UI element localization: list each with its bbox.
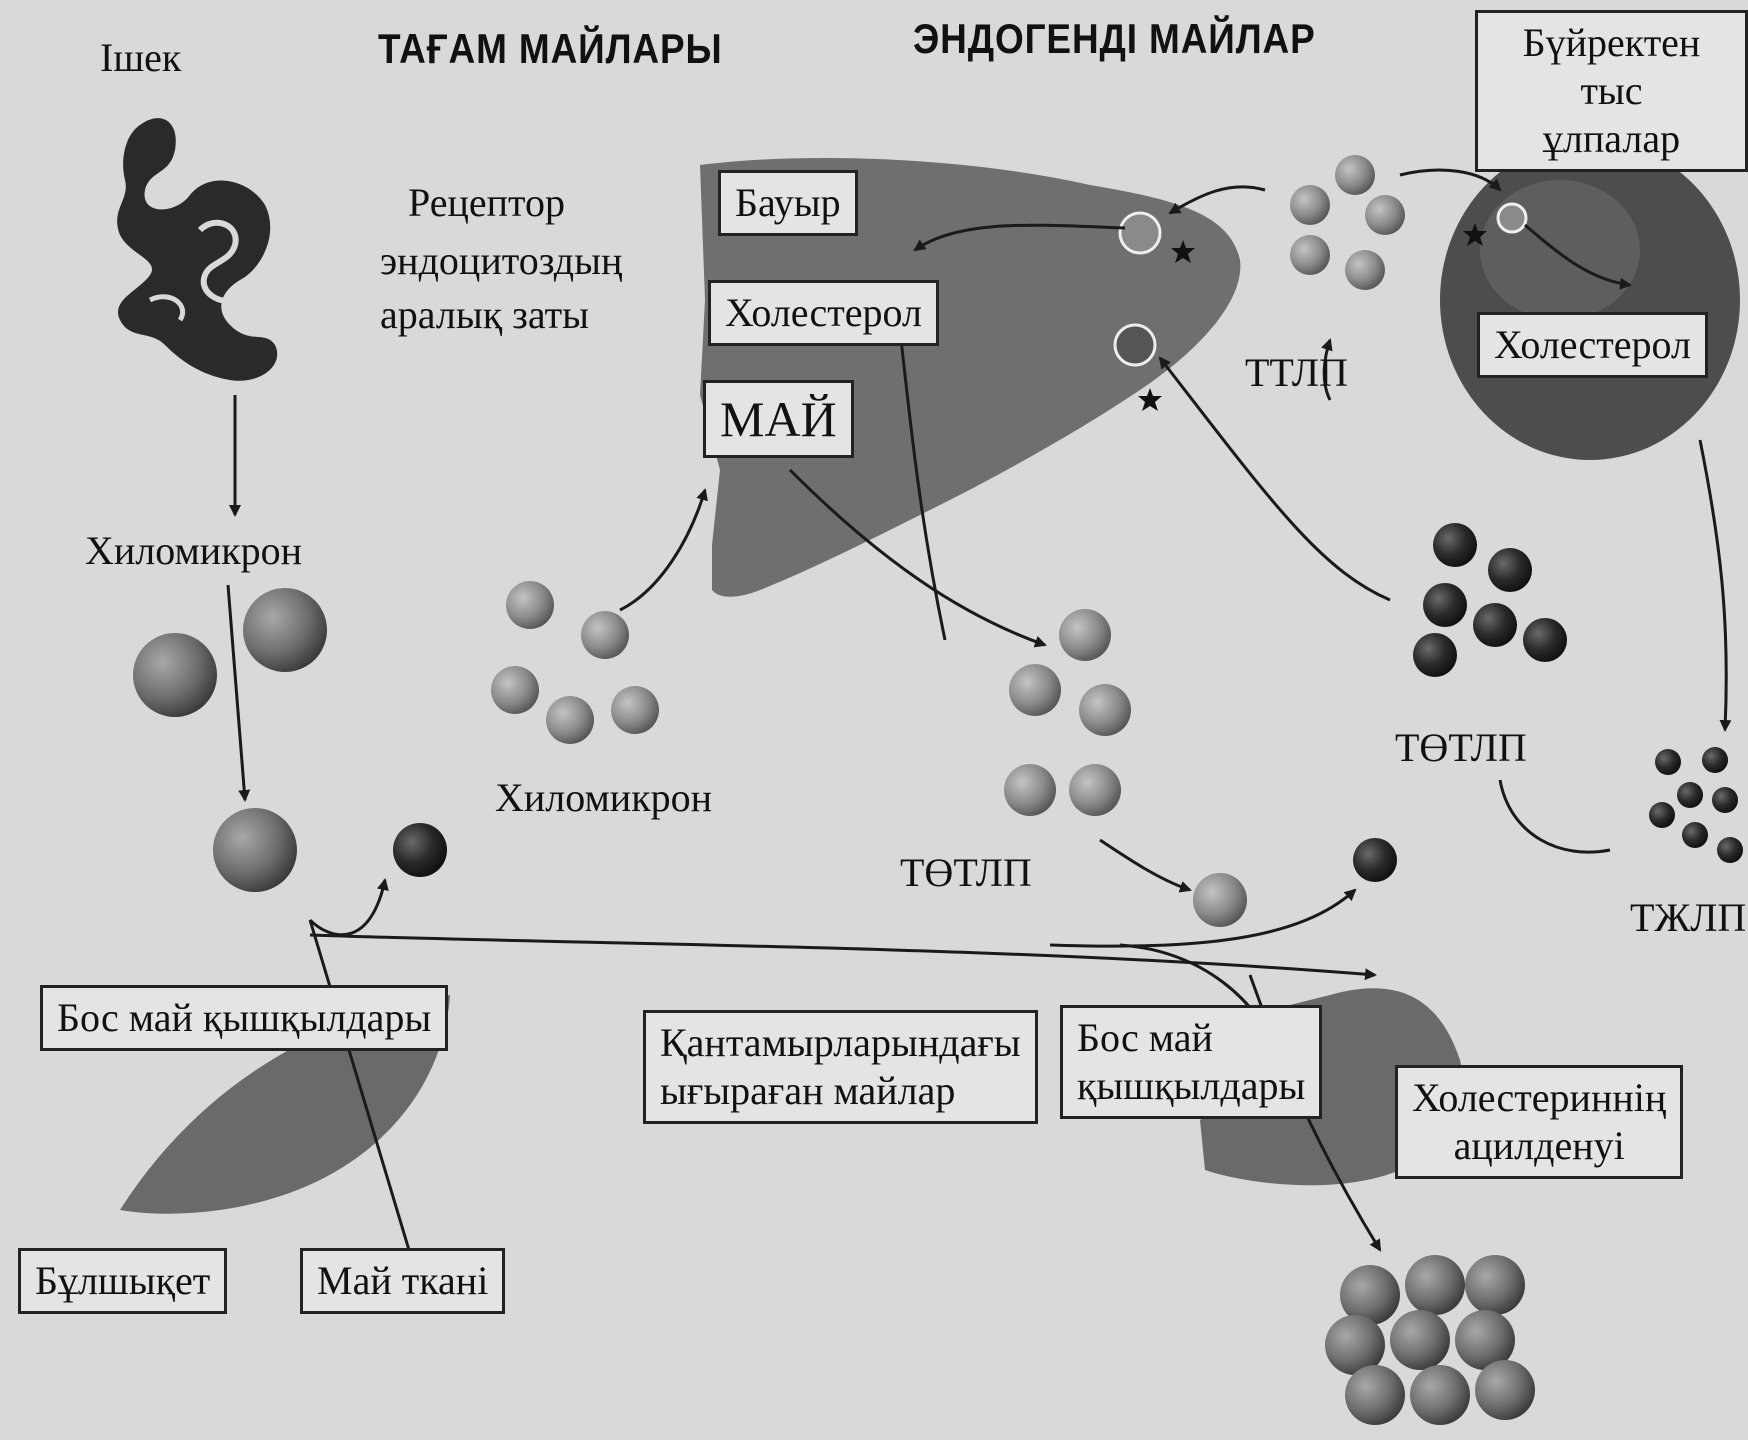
chylomicron-particle bbox=[243, 588, 327, 672]
label-receptor-line2: эндоцитоздың bbox=[380, 238, 622, 284]
box-cholesterol-acylation-line1: Холестериннің bbox=[1412, 1074, 1666, 1122]
ldl-cluster bbox=[1290, 155, 1405, 290]
chylomicron-particle bbox=[133, 633, 217, 717]
header-food-fats: ТАҒАМ МАЙЛАРЫ bbox=[378, 25, 723, 73]
box-vessel-fats: Қантамырларындағы ығыраған майлар bbox=[643, 1010, 1038, 1124]
box-extrarenal-line1: Бүйректен тыс bbox=[1492, 19, 1731, 115]
box-fat: МАЙ bbox=[703, 380, 854, 458]
hdl-cluster bbox=[1649, 747, 1743, 863]
box-muscle: Бұлшықет bbox=[18, 1248, 227, 1314]
box-cholesterol-tissue: Холестерол bbox=[1477, 312, 1708, 378]
label-totlp-mid: ТӨТЛП bbox=[900, 850, 1032, 896]
chylomicron-cluster bbox=[491, 581, 659, 744]
label-receptor-line3: аралық заты bbox=[380, 292, 589, 338]
header-endogenous-fats: ЭНДОГЕНДІ МАЙЛАР bbox=[913, 15, 1316, 63]
label-ttlp: ТТЛП bbox=[1245, 350, 1348, 396]
liver-receptor bbox=[1120, 213, 1160, 253]
box-cholesterol-liver: Холестерол bbox=[708, 280, 939, 346]
label-totlp-right: ТӨТЛП bbox=[1395, 725, 1527, 771]
label-tzhlp: ТЖЛП bbox=[1630, 895, 1746, 941]
vldl-dark-cluster bbox=[1353, 523, 1567, 882]
box-cholesterol-acylation: Холестериннің ацилденуі bbox=[1395, 1065, 1683, 1179]
tissue-receptor bbox=[1498, 204, 1526, 232]
box-free-fatty-acids-mid-line1: Бос май bbox=[1077, 1014, 1305, 1062]
chylomicron-remnant-particle bbox=[213, 808, 297, 892]
liver-receptor bbox=[1115, 325, 1155, 365]
chylomicron-small-particle bbox=[393, 823, 447, 877]
label-chylomicron-mid: Хиломикрон bbox=[495, 775, 712, 821]
box-extrarenal-line2: ұлпалар bbox=[1492, 115, 1731, 163]
label-intestine: Ішек bbox=[100, 35, 181, 81]
box-cholesterol-acylation-line2: ацилденуі bbox=[1412, 1122, 1666, 1170]
receptor-star-icon bbox=[1138, 388, 1162, 411]
box-vessel-fats-line2: ығыраған майлар bbox=[660, 1067, 1021, 1115]
label-chylomicron-left: Хиломикрон bbox=[85, 528, 302, 574]
box-free-fatty-acids-left: Бос май қышқылдары bbox=[40, 985, 448, 1051]
label-receptor-line1: Рецептор bbox=[408, 180, 565, 226]
box-adipose-tissue: Май ткані bbox=[300, 1248, 505, 1314]
box-free-fatty-acids-mid-line2: қышқылдары bbox=[1077, 1062, 1305, 1110]
tissue-highlight bbox=[1480, 180, 1640, 320]
box-liver: Бауыр bbox=[718, 170, 858, 236]
box-vessel-fats-line1: Қантамырларындағы bbox=[660, 1019, 1021, 1067]
box-extrarenal-tissues: Бүйректен тыс ұлпалар bbox=[1475, 10, 1748, 172]
vldl-cluster bbox=[1004, 609, 1247, 927]
cholesterol-ester-cluster bbox=[1325, 1255, 1535, 1425]
box-free-fatty-acids-mid: Бос май қышқылдары bbox=[1060, 1005, 1322, 1119]
intestine-icon bbox=[117, 118, 277, 381]
